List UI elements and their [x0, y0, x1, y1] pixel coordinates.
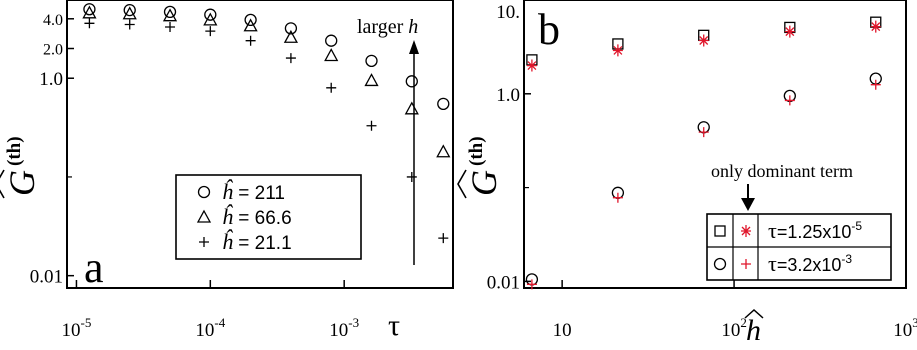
panel-a-point-triangle: [436, 144, 451, 158]
panel-b-dominant-point-plus: [784, 95, 795, 106]
panel-b-y-tick-label: 1.0: [496, 85, 520, 106]
panel-b-legend-label: τ=1.25x10-5: [768, 218, 862, 243]
panel-a-y-label-hat: [0, 169, 5, 199]
panel-a-legend-label: ĥ = 21.1: [222, 229, 292, 254]
panel-a-point-plus: [245, 35, 256, 46]
panel-a-point-circle: [437, 97, 450, 111]
panel-a-y-ticks: 4.0 2.0 1.0 0.01: [30, 12, 74, 288]
panel-b: 10 102 103 10. 1.0 0.01 G (th) h b only domi…: [457, 0, 917, 347]
panel-a-point-triangle: [82, 5, 97, 19]
panel-a-point-circle: [244, 13, 257, 27]
panel-b-x-tick-label: 10: [553, 320, 572, 341]
panel-a-point-triangle: [324, 48, 339, 62]
panel-b-dominant-point-asterisk: [698, 34, 709, 47]
panel-b-dominant-point-plus: [526, 279, 537, 290]
panel-a-x-tick-label: 10-5: [62, 315, 92, 341]
panel-b-legend: τ=1.25x10-5 τ=3.2x10-3: [706, 213, 892, 281]
panel-b-y-label: G (th): [457, 136, 504, 199]
panel-a-legend-marker-circle: [197, 185, 211, 199]
dominant-term-annotation: only dominant term: [711, 161, 853, 211]
panel-a-y-label: G (th): [0, 136, 42, 199]
panel-a-point-circle: [204, 8, 217, 21]
panel-b-y-ticks: 10. 1.0 0.01: [487, 0, 531, 293]
dominant-term-arrow-head: [741, 198, 755, 211]
panel-a-point-circle: [405, 75, 418, 88]
panel-b-y-label-main: G: [464, 170, 504, 196]
panel-b-dominant-point-asterisk: [612, 44, 623, 57]
panel-a-point-circle: [365, 54, 378, 67]
panel-a-point-plus: [124, 19, 135, 30]
larger-h-annotation: larger h: [357, 16, 419, 265]
panel-a-x-tick-label: 10-3: [329, 315, 359, 341]
panel-b-legend-label: τ=3.2x10-3: [768, 251, 852, 276]
panel-a-y-label-sup: (th): [4, 136, 25, 166]
panel-b-dominant-point-asterisk: [526, 59, 537, 72]
panel-a-y-tick-label: 2.0: [43, 42, 63, 59]
panel-a-point-plus: [438, 233, 449, 244]
panel-a-points: [82, 3, 451, 244]
panel-a-x-ticks: 10-5 10-4 10-3: [62, 280, 359, 341]
panel-b-x-ticks: 10 102 103: [553, 280, 917, 341]
panel-a-point-triangle: [162, 8, 178, 22]
panel-b-y-label-hat: [457, 169, 467, 199]
panel-a-point-plus: [406, 171, 417, 182]
panel-a-point-triangle: [283, 29, 299, 43]
panel-a-point-plus: [326, 82, 337, 93]
panel-b-dominant-point-plus: [870, 79, 881, 90]
panel-b-y-tick-label: 0.01: [487, 272, 520, 293]
panel-a-frame: [66, 0, 454, 289]
panel-b-x-tick-label: 103: [893, 315, 917, 341]
panel-b-points: [525, 16, 882, 290]
panel-b-dominant-point-asterisk: [870, 20, 881, 33]
larger-h-arrow-head: [409, 40, 419, 54]
panel-a-point-triangle: [243, 18, 258, 32]
panel-a-x-tick-label: 10-4: [195, 315, 225, 341]
panel-b-x-label: h: [744, 308, 764, 347]
panel-b-y-tick-label: 10.: [496, 2, 520, 23]
panel-a-point-circle: [83, 3, 96, 16]
panel-a-letter: a: [84, 243, 104, 292]
panel-a-y-label-main: G: [2, 170, 42, 196]
panel-a-x-label: τ: [388, 309, 400, 342]
panel-a-point-plus: [285, 53, 296, 64]
panel-b-legend-marker-asterisk: [741, 225, 751, 237]
larger-h-text: larger h: [357, 16, 418, 38]
panel-b-letter: b: [538, 5, 560, 54]
panel-b-x-label-hat: [744, 308, 764, 319]
panel-a-point-triangle: [122, 6, 137, 20]
panel-b-dominant-point-asterisk: [784, 25, 795, 38]
panel-a-y-tick-label: 1.0: [39, 69, 63, 90]
panel-a-point-circle: [123, 3, 136, 17]
panel-b-x-label-text: h: [746, 314, 761, 347]
panel-a-legend-label: ĥ = 211: [222, 179, 285, 204]
panel-a: 10-5 10-4 10-3 4.0 2.0 1.0 0.01 G (th) τ a la…: [0, 0, 454, 342]
panel-b-legend-marker-square: [714, 225, 726, 237]
panel-a-y-tick-label: 4.0: [43, 12, 63, 29]
panel-a-point-plus: [205, 26, 216, 37]
panel-a-point-triangle: [404, 101, 419, 115]
dominant-term-text: only dominant term: [711, 161, 853, 181]
panel-b-y-label-sup: (th): [466, 136, 487, 166]
panel-a-legend-marker-plus: [199, 237, 209, 247]
panel-a-point-circle: [325, 34, 338, 47]
panel-b-dominant-point-plus: [698, 127, 709, 138]
panel-a-point-circle: [284, 22, 298, 35]
panel-a-point-circle: [163, 5, 177, 19]
panel-a-y-tick-label: 0.01: [30, 267, 63, 288]
panel-a-point-triangle: [364, 73, 379, 87]
panel-b-frame: [523, 0, 907, 289]
panel-b-dominant-point-plus: [612, 192, 623, 203]
panel-a-point-plus: [84, 18, 95, 29]
panel-b-legend-marker-circle: [713, 257, 727, 271]
panel-a-legend-marker-triangle: [196, 209, 212, 223]
panel-a-point-plus: [165, 22, 176, 33]
panel-b-x-tick-label: 102: [721, 315, 747, 341]
panel-a-legend-label: ĥ = 66.6: [222, 204, 292, 229]
panel-a-point-triangle: [203, 12, 218, 26]
panel-a-point-plus: [366, 120, 377, 131]
panel-b-legend-marker-plus: [741, 259, 751, 269]
